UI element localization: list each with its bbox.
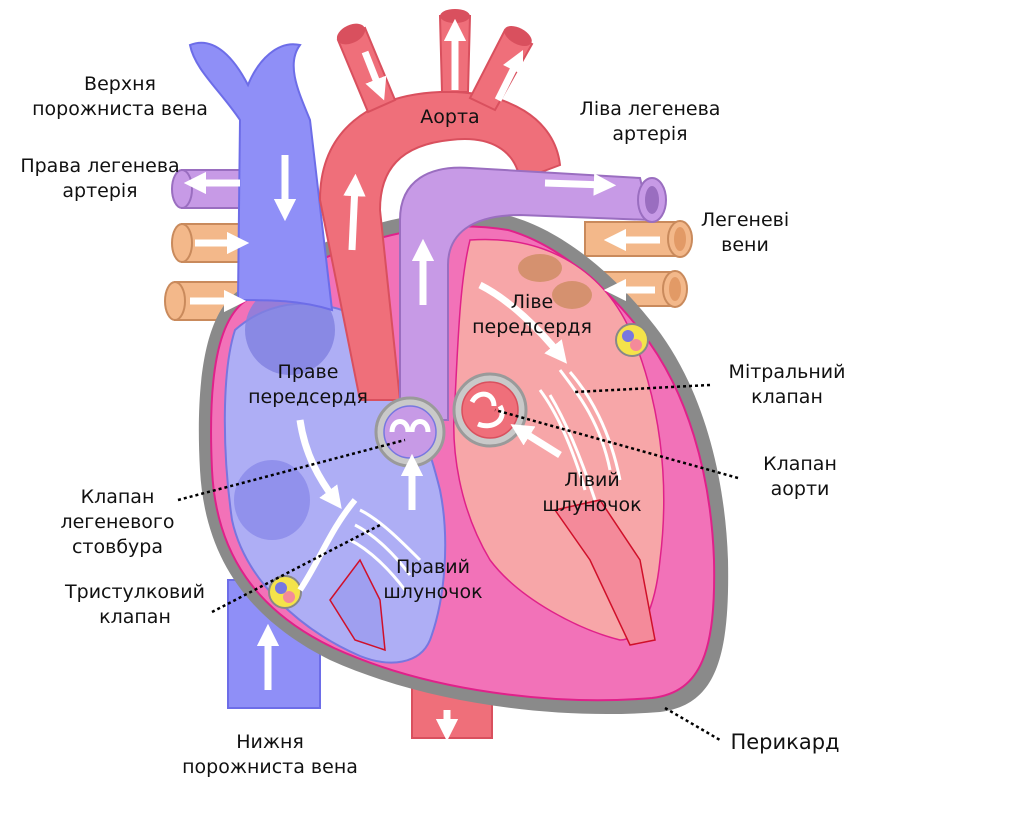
chordae-tendineae: [297, 369, 622, 592]
flow-arrows: [183, 18, 660, 742]
superior-vena-cava-vessel: [188, 41, 334, 312]
label-tricuspid-valve: Тристулковий клапан: [65, 581, 205, 628]
label-pulmonary-valve: Клапан легеневого стовбура: [60, 486, 175, 558]
label-right-pulmonary-artery: Права легенева артерія: [20, 155, 180, 202]
leader-lines: [177, 383, 739, 742]
label-left-pulmonary-artery: Ліва легенева артерія: [579, 98, 721, 145]
label-right-ventricle: Правий шлуночок: [383, 556, 483, 603]
label-inferior-vena-cava: Нижня порожниста вена: [182, 731, 358, 778]
pulmonary-valve-shape: [374, 396, 446, 468]
tricuspid-valve-ring: [268, 575, 302, 609]
label-right-atrium: Праве передсердя: [248, 361, 368, 408]
left-papillary: [553, 499, 656, 646]
label-left-ventricle: Лівий шлуночок: [542, 469, 642, 516]
left-atrium-openings: [518, 254, 592, 309]
label-pericardium: Перикард: [730, 730, 840, 754]
right-atrium-lower: [234, 460, 310, 540]
mitral-valve-ring: [615, 323, 649, 357]
label-aorta: Аорта: [420, 106, 480, 128]
label-superior-vena-cava: Верхня порожниста вена: [32, 73, 208, 120]
label-aortic-valve: Клапан аорти: [763, 453, 837, 500]
label-pulmonary-veins: Легеневі вени: [700, 209, 790, 256]
right-atrium-inner: [245, 285, 335, 375]
label-mitral-valve: Мітральний клапан: [728, 361, 846, 408]
aortic-valve-shape: [452, 372, 528, 448]
label-left-atrium: Ліве передсердя: [472, 291, 592, 338]
right-papillary: [329, 558, 386, 652]
